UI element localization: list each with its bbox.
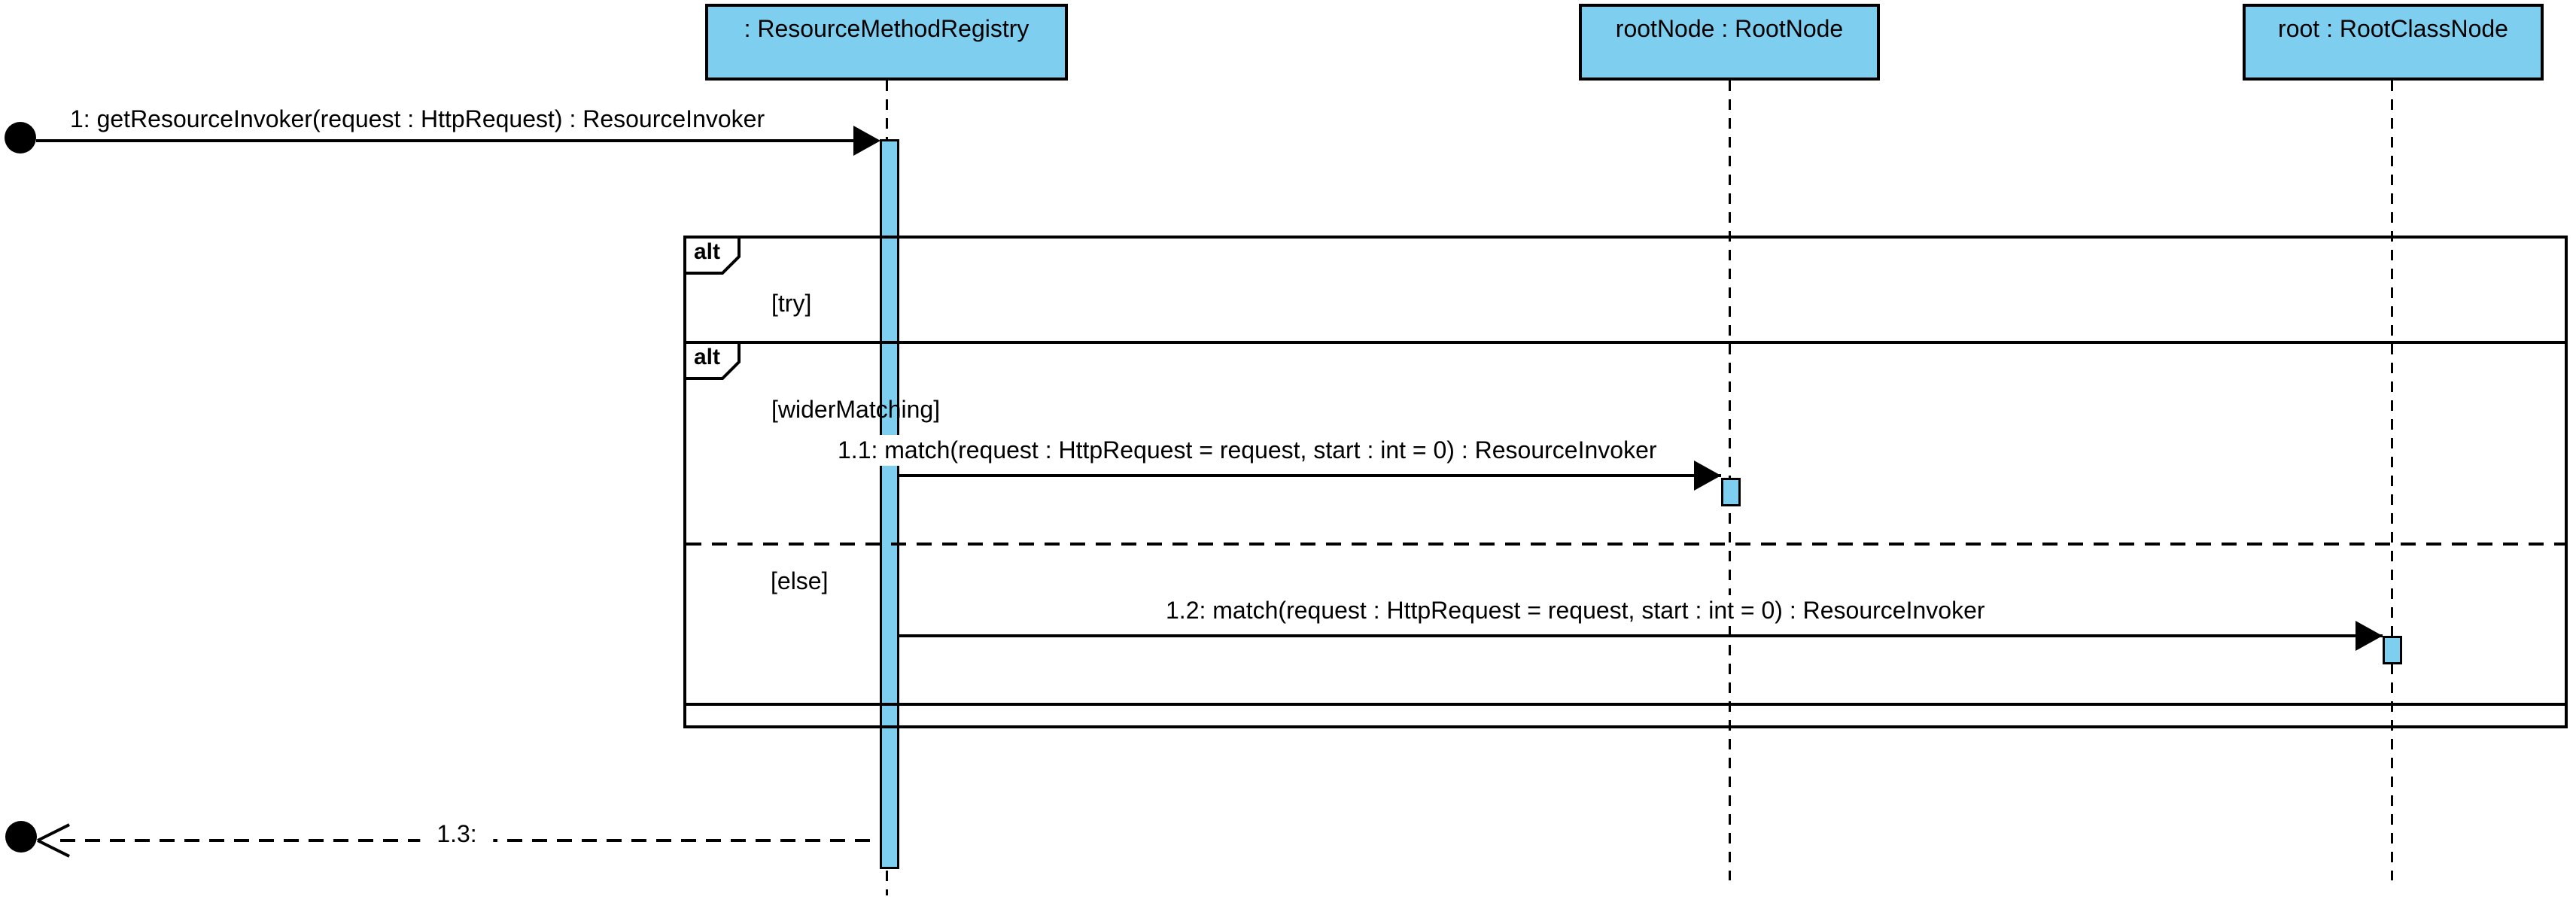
lifeline-head-root: root : RootClassNode [2243, 4, 2544, 81]
message-1-arrowhead-icon [853, 126, 880, 156]
return-endpoint-circle-icon [5, 821, 37, 853]
found-message-circle-icon [5, 122, 36, 154]
message-1-2-label: 1.2: match(request : HttpRequest = reque… [1160, 595, 1991, 626]
alt-operator-pentagon-icon [683, 341, 741, 380]
activation-bar-resource-method-registry [880, 139, 899, 869]
activation-bar-rootnode [1721, 478, 1741, 506]
else-operand-divider [686, 543, 2565, 546]
message-1-line [36, 139, 855, 142]
message-1-label: 1: getResourceInvoker(request : HttpRequ… [64, 104, 771, 135]
message-1-3-label: 1.3: [420, 819, 494, 850]
alt-operator-pentagon-icon [683, 236, 741, 275]
message-1-1-label: 1.1: match(request : HttpRequest = reque… [832, 435, 1663, 466]
message-1-2-line [899, 634, 2383, 637]
message-1-2-arrowhead-icon [2356, 621, 2383, 651]
guard-try: [try] [771, 290, 812, 317]
lifeline-head-resource-method-registry: : ResourceMethodRegistry [705, 4, 1068, 81]
alt-operator-label: alt [694, 345, 721, 369]
activation-bar-root [2383, 636, 2402, 664]
message-1-1-line [899, 474, 1721, 477]
message-1-1-arrowhead-icon [1694, 460, 1721, 491]
guard-widermatching: [widerMatching] [771, 396, 941, 423]
lifeline-head-rootnode: rootNode : RootNode [1579, 4, 1880, 81]
alt-operator-label: alt [694, 239, 721, 264]
guard-else: [else] [771, 567, 829, 594]
alt-fragment-inner [683, 341, 2568, 706]
lifeline-root [2391, 81, 2393, 880]
